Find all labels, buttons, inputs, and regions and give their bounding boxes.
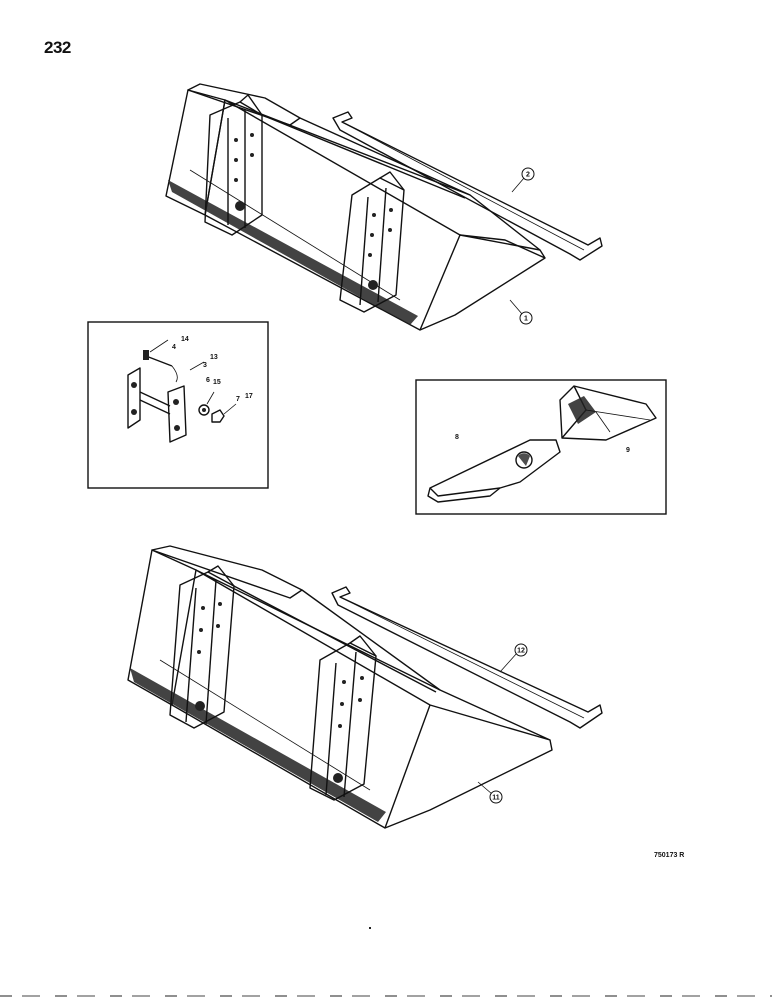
callout-3: 3 <box>203 362 207 369</box>
page-number: 232 <box>44 38 71 57</box>
drawing-number: 750173 R <box>654 852 685 859</box>
bucket-top <box>165 83 546 331</box>
callout-12: 12 <box>514 643 528 657</box>
callout-9: 9 <box>626 447 630 454</box>
callout-17: 17 <box>245 393 253 400</box>
callout-6: 6 <box>206 377 210 384</box>
svg-text:1: 1 <box>524 316 528 323</box>
bolt-detail-inset <box>87 321 269 489</box>
callout-14: 14 <box>181 336 189 343</box>
bucket-bottom <box>127 545 553 829</box>
callout-13: 13 <box>210 354 218 361</box>
svg-text:12: 12 <box>517 648 525 655</box>
svg-text:11: 11 <box>492 795 500 802</box>
svg-text:2: 2 <box>526 172 530 179</box>
cutting-edge-bottom <box>331 586 603 729</box>
callout-2: 2 <box>521 167 535 181</box>
tooth-detail-inset <box>415 379 667 515</box>
callout-15: 15 <box>213 379 221 386</box>
scan-edge-artifact <box>0 995 772 997</box>
callout-8: 8 <box>455 434 459 441</box>
callout-1: 1 <box>519 311 533 325</box>
callout-11: 11 <box>489 790 503 804</box>
callout-7: 7 <box>236 396 240 403</box>
cutting-edge-top <box>332 111 603 261</box>
callout-4: 4 <box>172 344 176 351</box>
